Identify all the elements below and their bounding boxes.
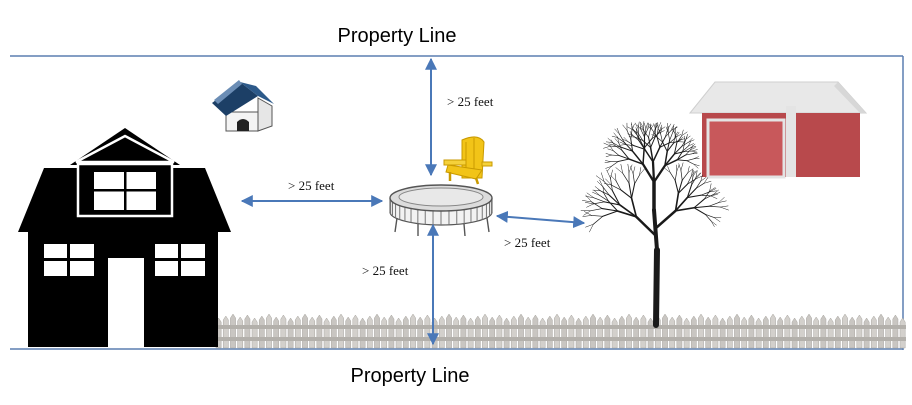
arrow-right (495, 210, 586, 229)
distance-arrows (240, 57, 586, 346)
house-icon (18, 128, 231, 348)
barn-icon (688, 81, 868, 179)
property-boundary (10, 55, 904, 350)
doghouse-icon (212, 80, 274, 132)
distance-top-label: > 25 feet (447, 94, 494, 109)
adirondack-chair-icon (443, 136, 493, 185)
picket-fence-icon (214, 313, 906, 349)
property-line-top-label: Property Line (338, 25, 457, 47)
distance-bottom-label: > 25 feet (362, 263, 409, 278)
trampoline-icon (389, 184, 493, 237)
distance-left-label: > 25 feet (288, 178, 335, 193)
bare-tree-icon (580, 121, 729, 328)
distance-right-label: > 25 feet (504, 235, 551, 250)
property-line-bottom-label: Property Line (351, 365, 470, 387)
